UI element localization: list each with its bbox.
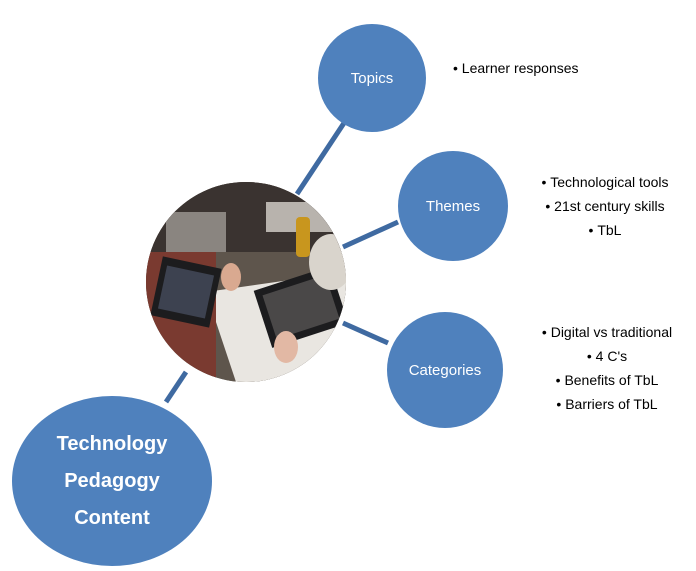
bullet-item: 4 C's [518, 344, 696, 368]
node-categories-label: Categories [408, 361, 482, 379]
bullet-item: TbL [518, 218, 692, 242]
bullet-item: Benefits of TbL [518, 368, 696, 392]
node-topics: Topics [318, 24, 426, 132]
bullet-item: Barriers of TbL [518, 392, 696, 416]
categories-bullet-list: Digital vs traditional 4 C's Benefits of… [518, 320, 696, 416]
node-tpack-line-1: Technology [56, 432, 168, 455]
connector-themes [341, 219, 400, 250]
connector-main [163, 370, 189, 404]
bullet-item: Technological tools [518, 170, 692, 194]
bullet-item: Learner responses [453, 56, 579, 80]
bullet-item: Digital vs traditional [518, 320, 696, 344]
node-topics-label: Topics [350, 69, 394, 87]
photo-illustration [146, 182, 346, 382]
node-categories: Categories [387, 312, 503, 428]
node-tpack-line-3: Content [74, 506, 150, 529]
node-tpack: Technology Pedagogy Content [12, 396, 212, 566]
bullet-item: 21st century skills [518, 194, 692, 218]
node-tpack-line-2: Pedagogy [64, 469, 160, 492]
connector-categories [341, 320, 390, 346]
classroom-tablet-photo [146, 182, 346, 382]
themes-bullet-list: Technological tools 21st century skills … [518, 170, 692, 242]
connector-topics [294, 118, 349, 196]
topics-bullet-list: Learner responses [453, 56, 579, 80]
node-themes: Themes [398, 151, 508, 261]
node-themes-label: Themes [425, 197, 481, 215]
